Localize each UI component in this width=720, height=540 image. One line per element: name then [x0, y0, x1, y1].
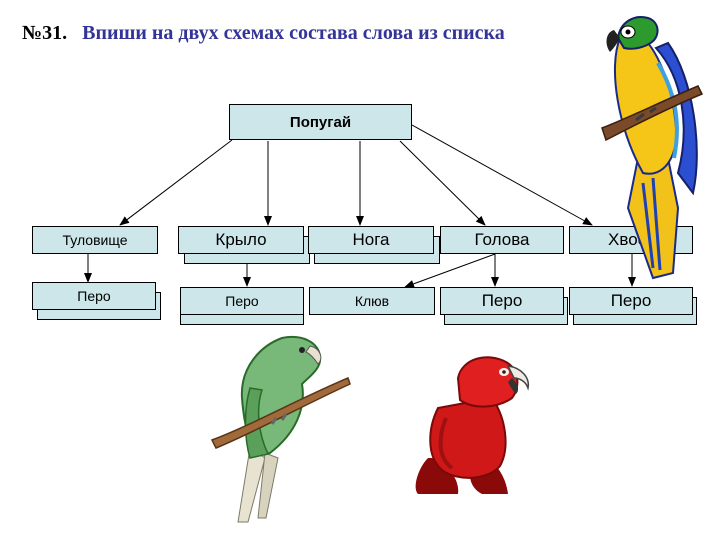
node-head: Голова — [440, 226, 564, 254]
node-head-feather: Перо — [440, 287, 564, 315]
node-leg: Нога — [308, 226, 434, 254]
node-body-feather: Перо — [32, 282, 156, 310]
node-wing: Крыло — [178, 226, 304, 254]
task-title: №31. Впиши на двух схемах состава слова … — [22, 22, 505, 45]
task-text: Впиши на двух схемах состава слова из сп… — [82, 22, 505, 44]
node-beak: Клюв — [309, 287, 435, 315]
task-number: №31. — [22, 22, 68, 44]
arrow-head-beak — [404, 253, 496, 288]
green-parrot-illustration — [210, 336, 351, 523]
node-root: Попугай — [229, 104, 412, 140]
arrow-root-head — [399, 140, 486, 226]
red-parrot-illustration — [415, 356, 530, 494]
node-body: Туловище — [32, 226, 158, 254]
node-tail-feather: Перо — [569, 287, 693, 315]
blue-yellow-macaw-illustration — [601, 16, 704, 280]
node-wing-feather: Перо — [180, 287, 304, 315]
arrow-root-tail — [411, 124, 593, 226]
arrow-root-body — [119, 139, 233, 226]
